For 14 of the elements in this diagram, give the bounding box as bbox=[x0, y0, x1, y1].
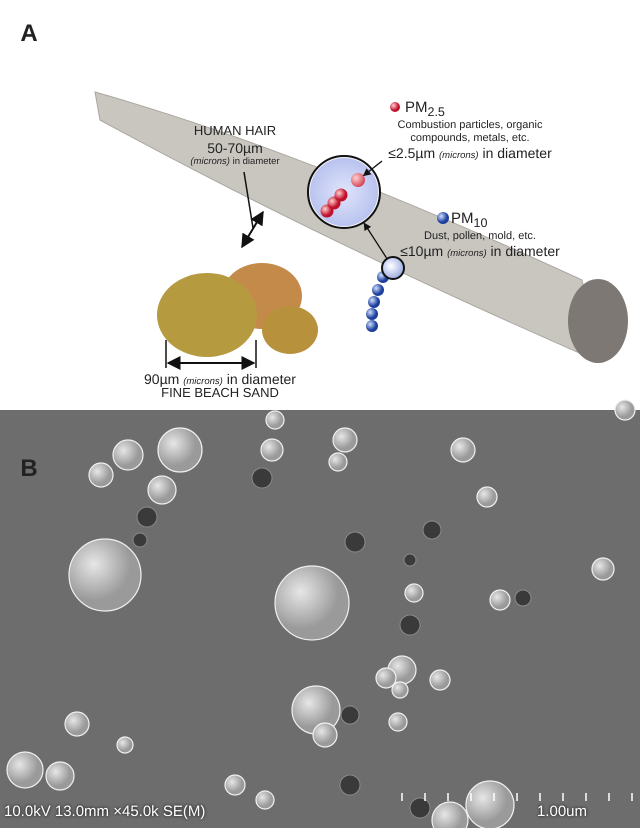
label: HUMAN HAIR bbox=[192, 124, 278, 139]
label: 10.0kV 13.0mm ×45.0k SE(M) bbox=[4, 803, 206, 820]
label: 50-70µm bbox=[206, 140, 264, 156]
arrow bbox=[362, 160, 382, 176]
panel-letter: A bbox=[19, 20, 39, 48]
label: FINE BEACH SAND bbox=[161, 386, 280, 401]
arrow bbox=[364, 222, 388, 258]
particle-sphere bbox=[351, 173, 365, 187]
particle-description: PM$_{10}$ Dust, pollen, mold, etc. ≤10µm (microns) in diameter bbox=[395, 210, 565, 262]
panel-letter: B bbox=[19, 455, 39, 483]
label: (microns) in diameter bbox=[189, 157, 281, 168]
particle-description: PM$_{2.5}$ Combustion particles, organic compounds, metals, etc. ≤2.5µm (microns) in diameter bbox=[380, 99, 560, 161]
label: 90µm (microns) in diameter bbox=[143, 371, 297, 388]
label: 1.00um bbox=[536, 803, 588, 820]
